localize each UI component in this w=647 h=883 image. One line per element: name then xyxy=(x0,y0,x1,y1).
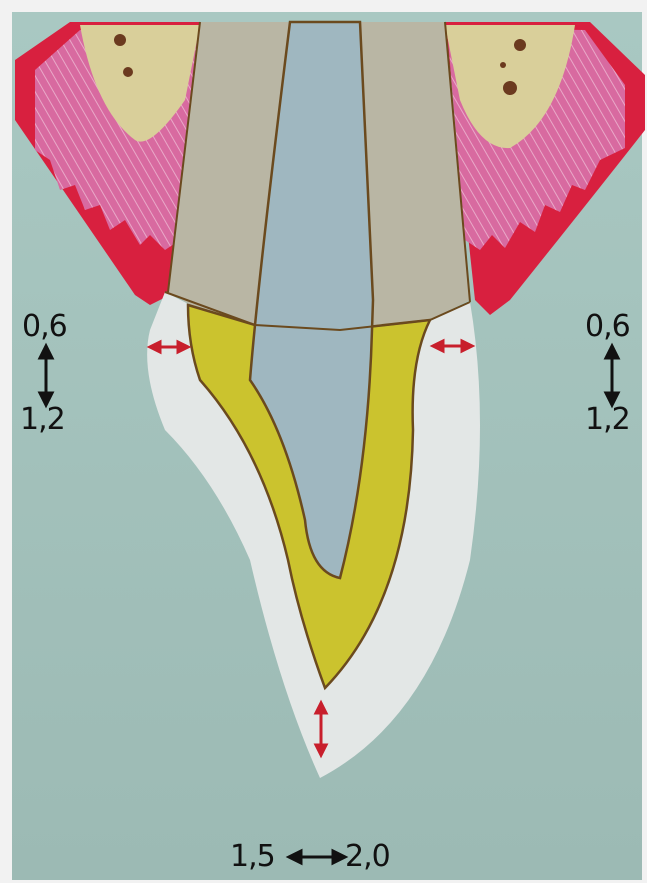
right-bone-spot xyxy=(514,39,526,51)
left-max-thickness-label: 1,2 xyxy=(20,405,65,435)
left-min-thickness-label: 0,6 xyxy=(22,312,67,342)
right-max-thickness-label: 1,2 xyxy=(585,405,630,435)
right-min-thickness-label: 0,6 xyxy=(585,312,630,342)
right-bone-spot xyxy=(500,62,506,68)
incisal-max-thickness-label: 2,0 xyxy=(345,842,390,872)
left-bone-spot xyxy=(114,34,126,46)
left-bone-spot xyxy=(123,67,133,77)
incisal-min-thickness-label: 1,5 xyxy=(230,842,275,872)
right-bone-spot xyxy=(503,81,517,95)
